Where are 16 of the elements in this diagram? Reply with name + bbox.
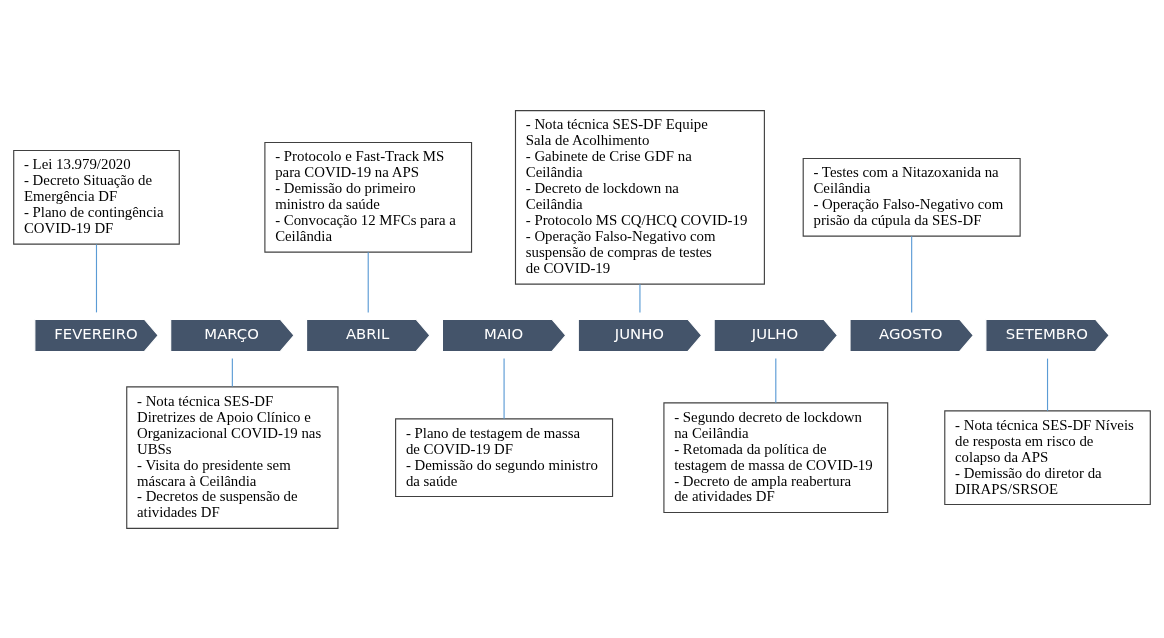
connector xyxy=(1046,357,1049,411)
node-box: - Protocolo e Fast-Track MS para COVID-19 na APS - Demissão do primeiro ministro da saúde - Convocação 12 MFCs para a Ceilândia xyxy=(264,141,473,253)
connector xyxy=(95,243,98,313)
connector xyxy=(367,251,369,313)
node-box: - Nota técnica SES-DF Níveis de resposta em risco de colapso da APS - Demissão do diretor da DIRAPS/SRSOE xyxy=(944,409,1151,505)
node-box: - Nota técnica SES-DF Diretrizes de Apoio Clínico e Organizacional COVID-19 nas UBSs - Visita do presidente sem máscara à Ceilândia - Decretos de suspensão de atividades DF xyxy=(126,385,339,529)
node-box: - Plano de testagem de massa de COVID-19 DF - Demissão do segundo ministro da saúde xyxy=(395,417,614,497)
connector xyxy=(503,357,505,419)
connector xyxy=(911,235,913,313)
node-box: - Nota técnica SES-DF Equipe Sala de Acolhimento - Gabinete de Crise GDF na Ceilândia - Decreto de lockdown na Ceilândia - Protocolo MS CQ/HCQ COVID-19 - Operação Falso-Negativo com suspensão de compras de testes de COVID-19 xyxy=(514,109,765,285)
connector xyxy=(639,283,641,313)
connector xyxy=(775,357,777,403)
node-box: - Lei 13.979/2020 - Decreto Situação de Emergência DF - Plano de contingência COVID-19 DF xyxy=(13,149,180,245)
connector xyxy=(231,357,233,387)
node-box: - Segundo decreto de lockdown na Ceilândia - Retomada da política de testagem de massa de COVID-19 - Decreto de ampla reabertura de atividades DF xyxy=(663,401,889,513)
node-box: - Testes com a Nitazoxanida na Ceilândia - Operação Falso-Negativo com prisão da cúpula da SES-DF xyxy=(802,157,1021,237)
